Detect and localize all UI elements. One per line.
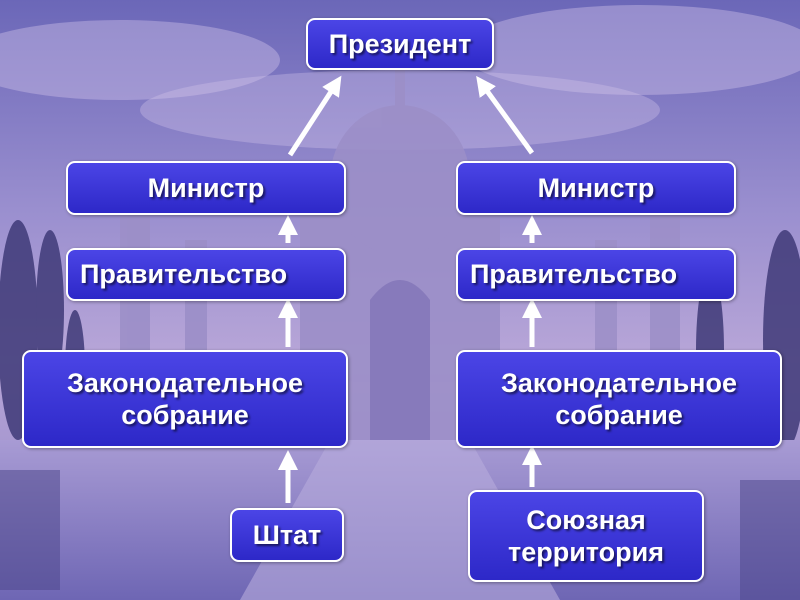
assembly-right-label: Законодательное собрание xyxy=(501,367,737,430)
government-left-box: Правительство xyxy=(66,248,346,301)
president-box: Президент xyxy=(306,18,494,70)
president-label: Президент xyxy=(328,28,472,59)
union-territory-label: Союзная территория xyxy=(507,504,665,567)
assembly-left-box: Законодательное собрание xyxy=(22,350,348,448)
government-left-label: Правительство xyxy=(80,259,288,290)
state-box: Штат xyxy=(230,508,344,562)
assembly-left-label: Законодательное собрание xyxy=(67,367,303,430)
government-right-box: Правительство xyxy=(456,248,736,301)
government-right-label: Правительство xyxy=(470,259,678,290)
state-label: Штат xyxy=(252,519,322,550)
minister-left-box: Министр xyxy=(66,161,346,215)
union-territory-box: Союзная территория xyxy=(468,490,704,582)
assembly-right-box: Законодательное собрание xyxy=(456,350,782,448)
minister-right-label: Министр xyxy=(537,172,655,203)
minister-left-label: Министр xyxy=(147,172,265,203)
minister-right-box: Министр xyxy=(456,161,736,215)
